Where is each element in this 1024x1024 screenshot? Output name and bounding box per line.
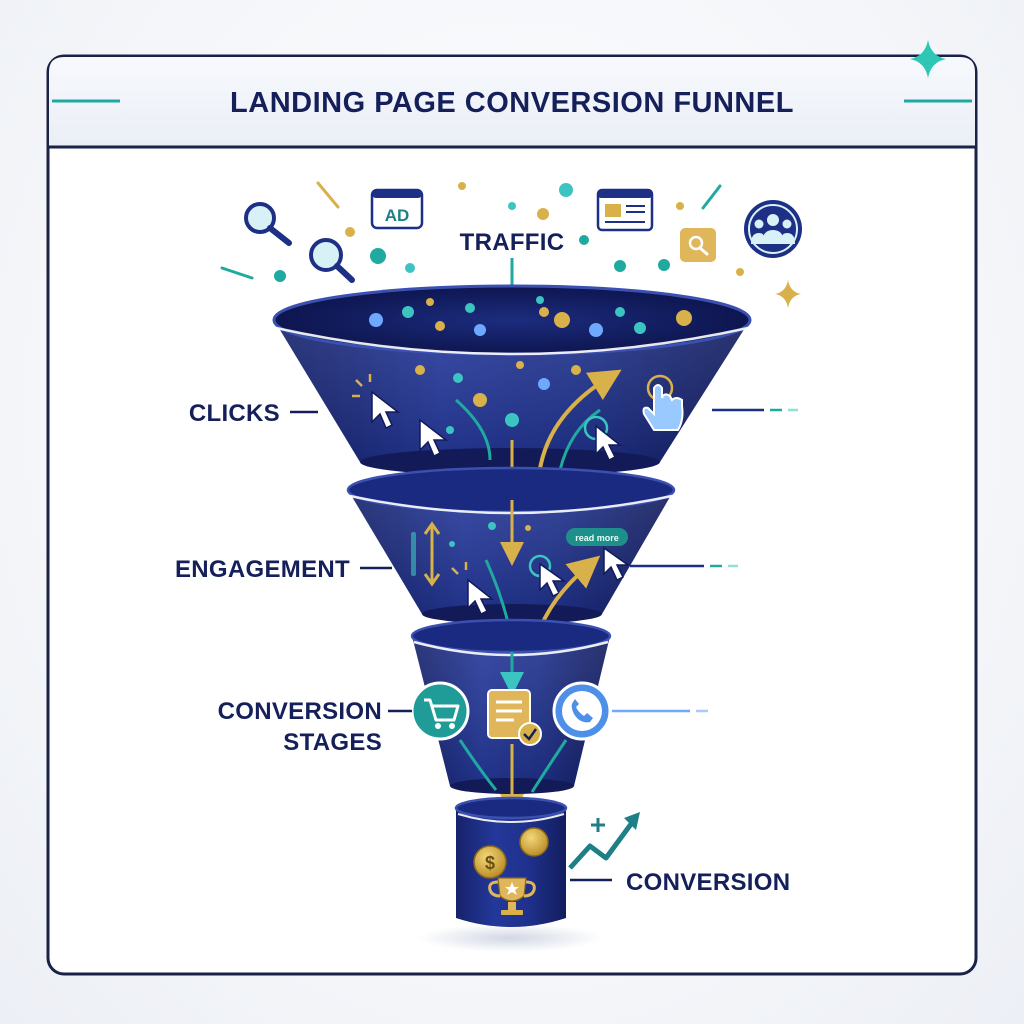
stage-label-engagement: ENGAGEMENT: [175, 556, 350, 583]
browser-window-icon: [596, 188, 654, 232]
read-more-badge: read more: [566, 528, 631, 582]
hand-pointer-icon: [642, 374, 684, 431]
phone-icon: [552, 681, 612, 741]
trophy-icon: [488, 877, 536, 915]
coin-icon: [519, 827, 549, 857]
search-icon: [680, 228, 716, 262]
cursor-icon: [583, 415, 623, 462]
page-title: LANDING PAGE CONVERSION FUNNEL: [230, 87, 794, 119]
cursor-icon: [419, 418, 449, 458]
svg-text:$: $: [485, 853, 495, 873]
ad-icon: AD: [370, 188, 424, 230]
cursor-icon: [528, 554, 567, 598]
sparkle-icon: [910, 40, 946, 78]
users-icon: [744, 200, 802, 258]
trend-up-icon: [568, 812, 640, 870]
read-more-badge-text: read more: [575, 533, 619, 543]
ad-badge-text: AD: [385, 206, 410, 225]
funnel-segment-engagement: read more: [346, 466, 676, 652]
header: LANDING PAGE CONVERSION FUNNEL: [52, 40, 972, 119]
funnel-segment-conversion-stages: [410, 618, 612, 818]
cursor-icon: [352, 374, 401, 430]
stage-label-traffic: TRAFFIC: [460, 229, 565, 256]
stage-labels: TRAFFIC CLICKS ENGAGEMENT CONVERSION STA…: [175, 229, 790, 896]
traffic-icons: AD: [220, 181, 802, 308]
search-icon: [244, 202, 292, 246]
funnel-segment-clicks: [272, 284, 752, 504]
stage-label-conversion: CONVERSION: [626, 869, 790, 896]
search-icon: [309, 238, 355, 283]
scroll-icon: [411, 521, 441, 587]
sparkle-icon: [775, 280, 801, 308]
stage-label-conversion-stages-line2: STAGES: [283, 729, 382, 756]
connectors: [290, 408, 798, 882]
stage-label-conversion-stages-line1: CONVERSION: [218, 698, 382, 725]
coin-icon: $: [473, 845, 507, 879]
cart-icon: [410, 681, 470, 741]
stage-label-clicks: CLICKS: [189, 400, 280, 427]
cursor-icon: [451, 562, 495, 616]
form-check-icon: [487, 689, 542, 746]
conversion-bucket: $: [454, 796, 568, 927]
